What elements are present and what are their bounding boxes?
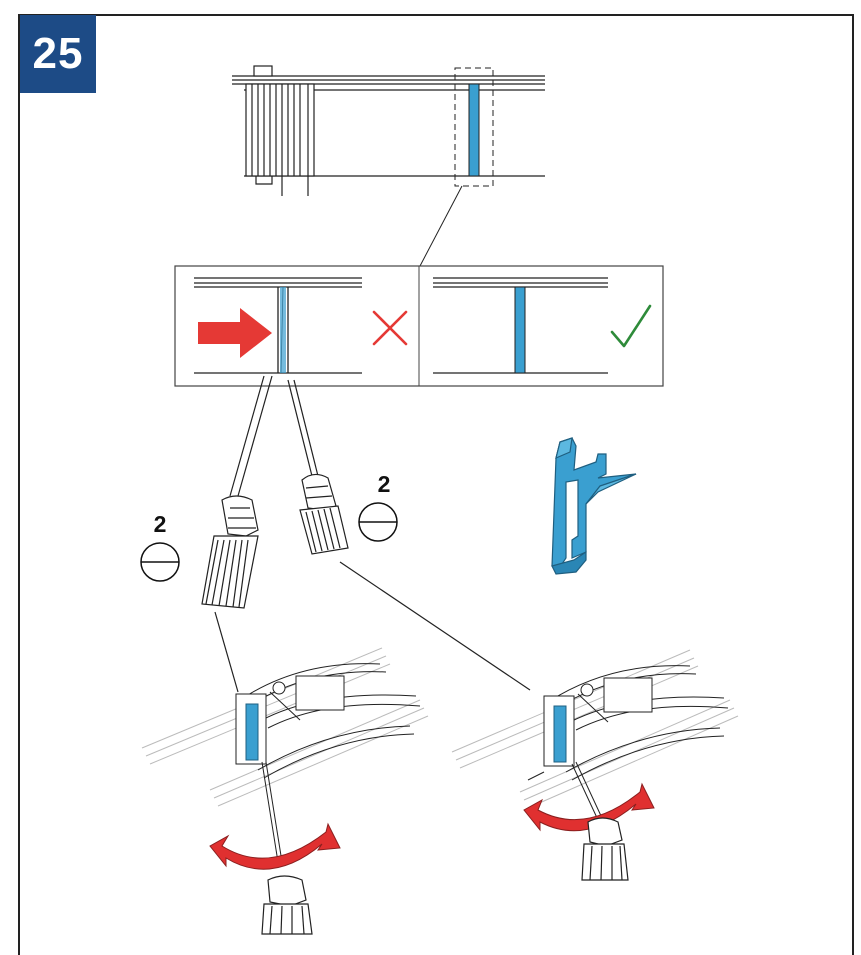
correct-check-icon xyxy=(610,304,652,348)
tool-size-right: 2 xyxy=(358,471,398,542)
step-number-badge: 25 xyxy=(20,15,96,93)
correct-clip xyxy=(514,286,526,374)
misplaced-clip xyxy=(280,287,286,373)
tool-leader-lines xyxy=(229,375,319,497)
tool-size-left: 2 xyxy=(140,511,180,582)
clip-part-illustration xyxy=(551,437,637,575)
flat-screwdriver-icon xyxy=(581,817,629,881)
rotate-arrow-icon xyxy=(209,822,341,870)
flat-screwdriver-icon xyxy=(261,875,313,935)
install-leader-line xyxy=(339,561,531,691)
instruction-frame xyxy=(18,14,854,955)
tool-size-label-right: 2 xyxy=(378,471,391,497)
install-view-right xyxy=(451,649,739,821)
wrong-cross-icon xyxy=(372,310,408,346)
flat-screwdriver-icon xyxy=(299,473,349,555)
detail-leader-line xyxy=(419,185,463,267)
install-view-left xyxy=(141,647,429,863)
tool-size-label-left: 2 xyxy=(154,511,167,537)
install-leader-line xyxy=(214,611,239,693)
clip-highlight xyxy=(468,83,480,177)
detail-comparison-box xyxy=(174,265,664,387)
rotate-arrow-icon xyxy=(523,782,655,832)
push-arrow-icon xyxy=(198,308,272,358)
flat-screwdriver-icon xyxy=(201,495,259,609)
profile-overview xyxy=(232,65,545,196)
